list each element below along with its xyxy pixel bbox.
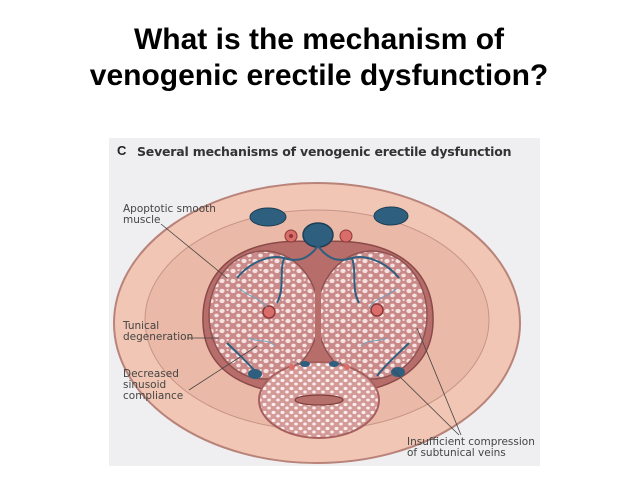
anatomy-figure: C Several mechanisms of venogenic erecti… [109, 138, 540, 466]
cavernous-artery-right [370, 303, 384, 317]
spongiosum-vein-left [300, 361, 310, 367]
figure-title: Several mechanisms of venogenic erectile… [137, 144, 512, 159]
title-line-2: venogenic erectile dysfunction? [89, 59, 549, 92]
bulbar-artery-left [289, 364, 295, 370]
slide-title: What is the mechanism of venogenic erect… [0, 22, 638, 94]
deep-dorsal-vein [302, 222, 334, 248]
emissary-vein-right [391, 367, 405, 377]
cavernous-artery-left [262, 305, 276, 319]
corpus-cavernosum-right [316, 250, 428, 380]
spongiosum-vein-right [329, 361, 339, 367]
bulbar-artery-right [344, 364, 350, 370]
urethra [294, 394, 344, 406]
septum [315, 253, 321, 378]
superficial-dorsal-vein-right [373, 206, 409, 226]
label-apoptotic-smooth-muscle: Apoptotic smooth muscle [123, 203, 216, 226]
label-tunical-degeneration: Tunical degeneration [123, 320, 194, 343]
dorsal-artery-right [339, 229, 353, 243]
circumflex-vessel-left [289, 234, 293, 238]
emissary-vein-left [248, 369, 262, 379]
subtunical-veins-light [238, 287, 398, 347]
figure-panel-letter: C [117, 143, 127, 158]
penis-cross-section-illustration [113, 182, 521, 464]
label-decreased-sinusoid-compliance: Decreased sinusoid compliance [123, 368, 184, 402]
superficial-dorsal-vein-left [249, 207, 287, 227]
title-line-1: What is the mechanism of [133, 23, 505, 56]
label-insufficient-compression: Insufficient compression of subtunical v… [407, 436, 535, 459]
callout-leader-lines [160, 223, 462, 436]
